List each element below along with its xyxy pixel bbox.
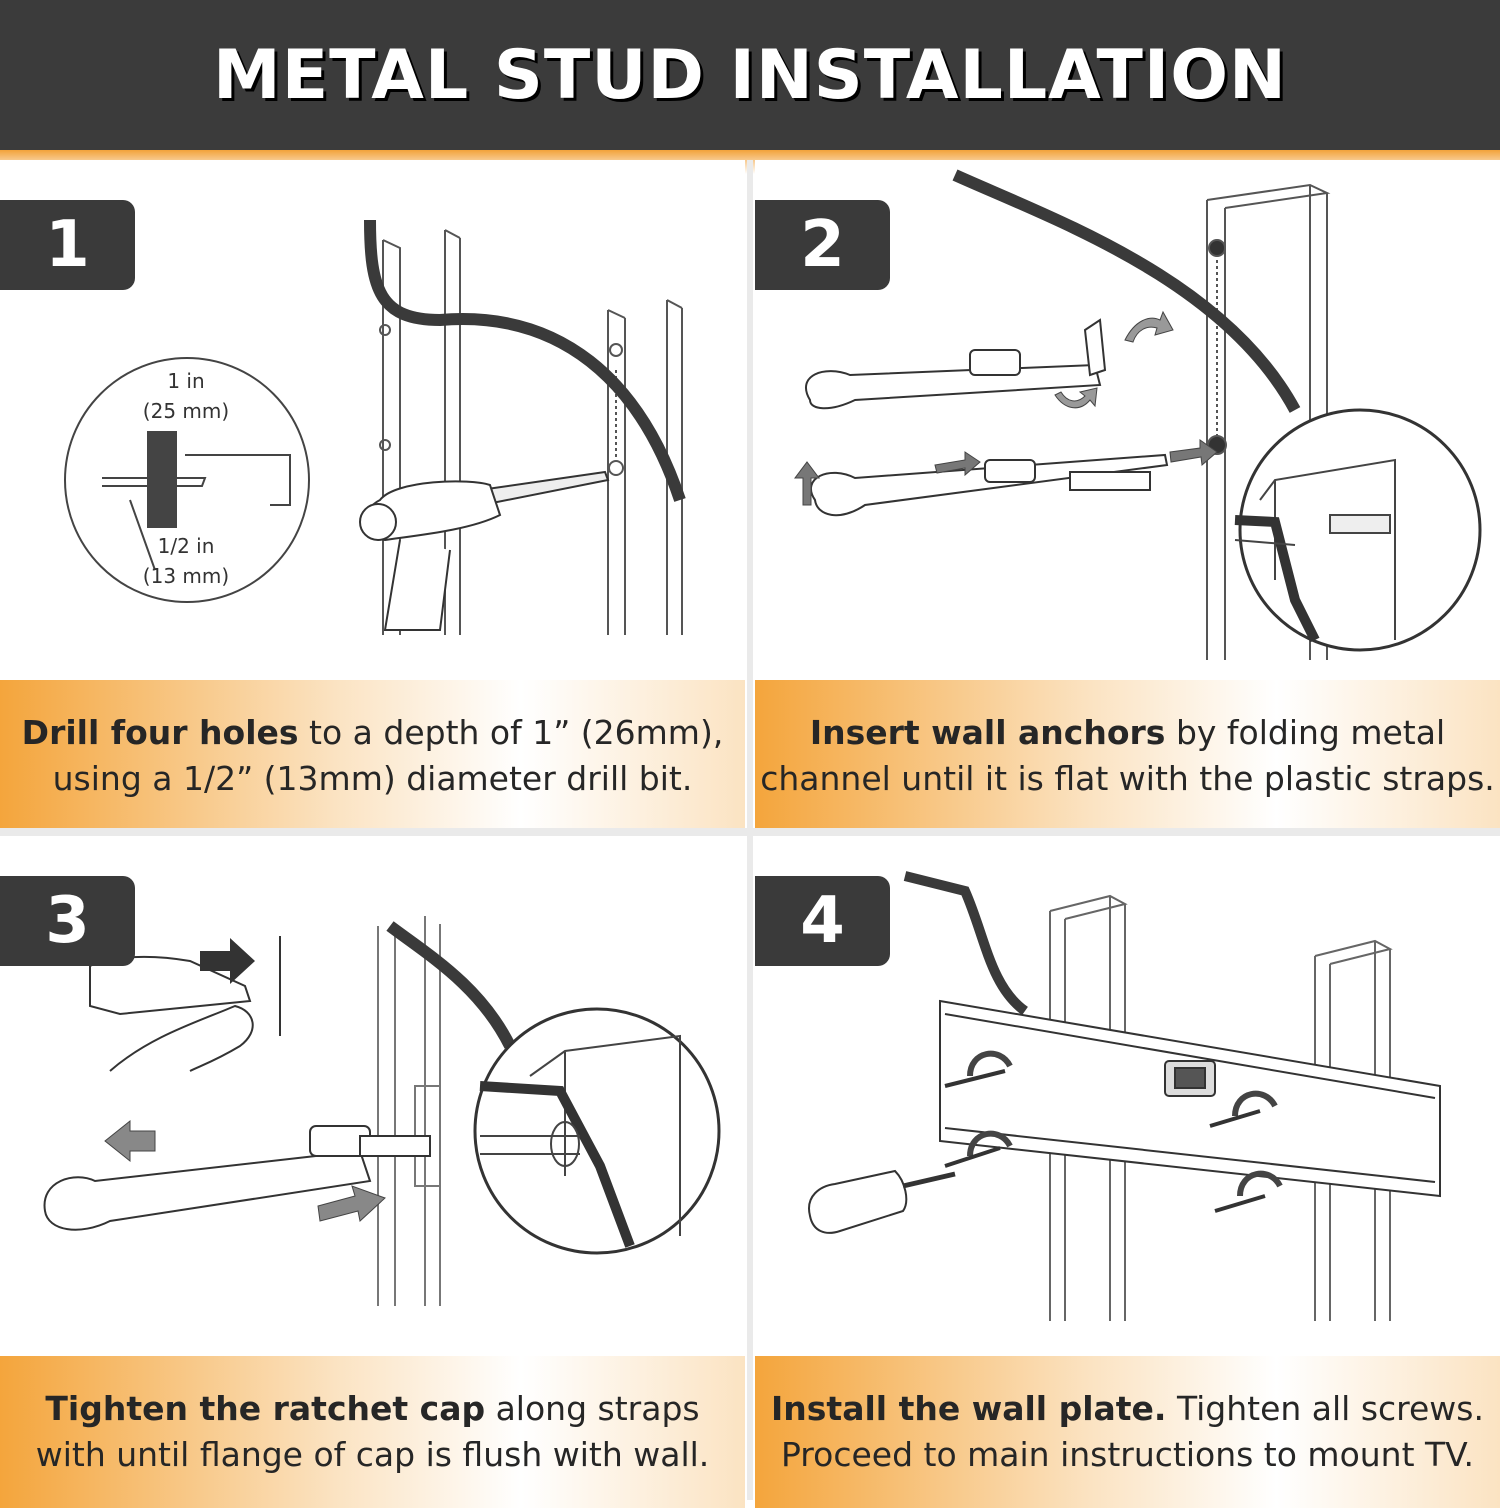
drywall-edge: [386, 921, 516, 1049]
step-2-panel: 2 Insert wall anchors by folding metal c…: [755, 160, 1500, 832]
caption-bold: Tighten the ratchet cap: [45, 1389, 486, 1428]
wall-anchor-icon: [810, 453, 1169, 517]
rotate-arrow-icon: [1054, 310, 1174, 409]
detail-callout: [473, 1007, 721, 1255]
caption-bold: Insert wall anchors: [809, 713, 1166, 752]
callout-top-line-2: (25 mm): [143, 399, 229, 423]
wall-anchor-icon: [805, 318, 1107, 410]
caption-line-2: Proceed to main instructions to mount TV…: [780, 1435, 1474, 1474]
step-caption: Drill four holes to a depth of 1” (26mm)…: [0, 680, 745, 832]
drywall-edge: [903, 871, 1029, 1016]
caption-text: Tighten all screws.: [1166, 1389, 1484, 1428]
step-1-illustration: 1 in (25 mm) 1/2 in (13 mm): [64, 219, 686, 635]
caption-bold: Drill four holes: [21, 713, 299, 752]
step-number-badge: 2: [755, 200, 890, 290]
callout-bottom-line-1: 1/2 in: [158, 534, 215, 558]
drywall-edge: [952, 169, 1301, 413]
metal-stud-icon: [379, 229, 461, 635]
screwdriver-icon: [808, 1169, 956, 1234]
step-2-illustration: [794, 169, 1482, 660]
step-number-badge: 4: [755, 876, 890, 966]
page-title: METAL STUD INSTALLATION: [213, 35, 1287, 115]
wall-plate-icon: [939, 999, 1441, 1198]
panel-divider-horizontal: [0, 828, 1500, 836]
step-number-badge: 1: [0, 200, 135, 290]
screw-icon: [944, 1069, 1266, 1213]
step-number-badge: 3: [0, 876, 135, 966]
drill-icon: [359, 470, 610, 631]
caption-line-2: with until flange of cap is flush with w…: [35, 1435, 710, 1474]
callout-bottom-line-2: (13 mm): [143, 564, 229, 588]
drywall-edge: [364, 219, 686, 502]
step-caption: Install the wall plate. Tighten all scre…: [755, 1356, 1500, 1508]
caption-line-2: using a 1/2” (13mm) diameter drill bit.: [52, 759, 693, 798]
rotate-arrow-icon: [967, 1050, 1283, 1197]
depth-callout: [64, 357, 310, 603]
step-caption: Insert wall anchors by folding metal cha…: [755, 680, 1500, 832]
arrow-icon: [794, 439, 1218, 506]
step-3-illustration: [43, 916, 721, 1306]
arrow-icon: [200, 938, 255, 984]
step-3-panel: 3 Tighten the ratchet cap along straps w…: [0, 836, 745, 1508]
callout-top-line-1: 1 in: [167, 369, 204, 393]
step-caption: Tighten the ratchet cap along straps wit…: [0, 1356, 745, 1508]
metal-stud-icon: [377, 916, 441, 1306]
wall-anchor-icon: [43, 1125, 431, 1231]
hand-icon: [89, 936, 281, 1072]
caption-line-2: channel until it is flat with the plasti…: [760, 759, 1495, 798]
header-bar: METAL STUD INSTALLATION: [0, 0, 1500, 150]
step-1-panel: 1 in (25 mm) 1/2 in (13 mm) 1 Drill four…: [0, 160, 745, 832]
arrow-icon: [104, 1119, 386, 1222]
caption-bold: Install the wall plate.: [771, 1389, 1167, 1428]
caption-text: to a depth of 1” (26mm),: [298, 713, 724, 752]
metal-stud-icon: [607, 299, 683, 635]
step-4-illustration: [808, 871, 1441, 1321]
caption-text: along straps: [485, 1389, 700, 1428]
caption-text: by folding metal: [1165, 713, 1446, 752]
step-4-panel: 4 Install the wall plate. Tighten all sc…: [755, 836, 1500, 1508]
